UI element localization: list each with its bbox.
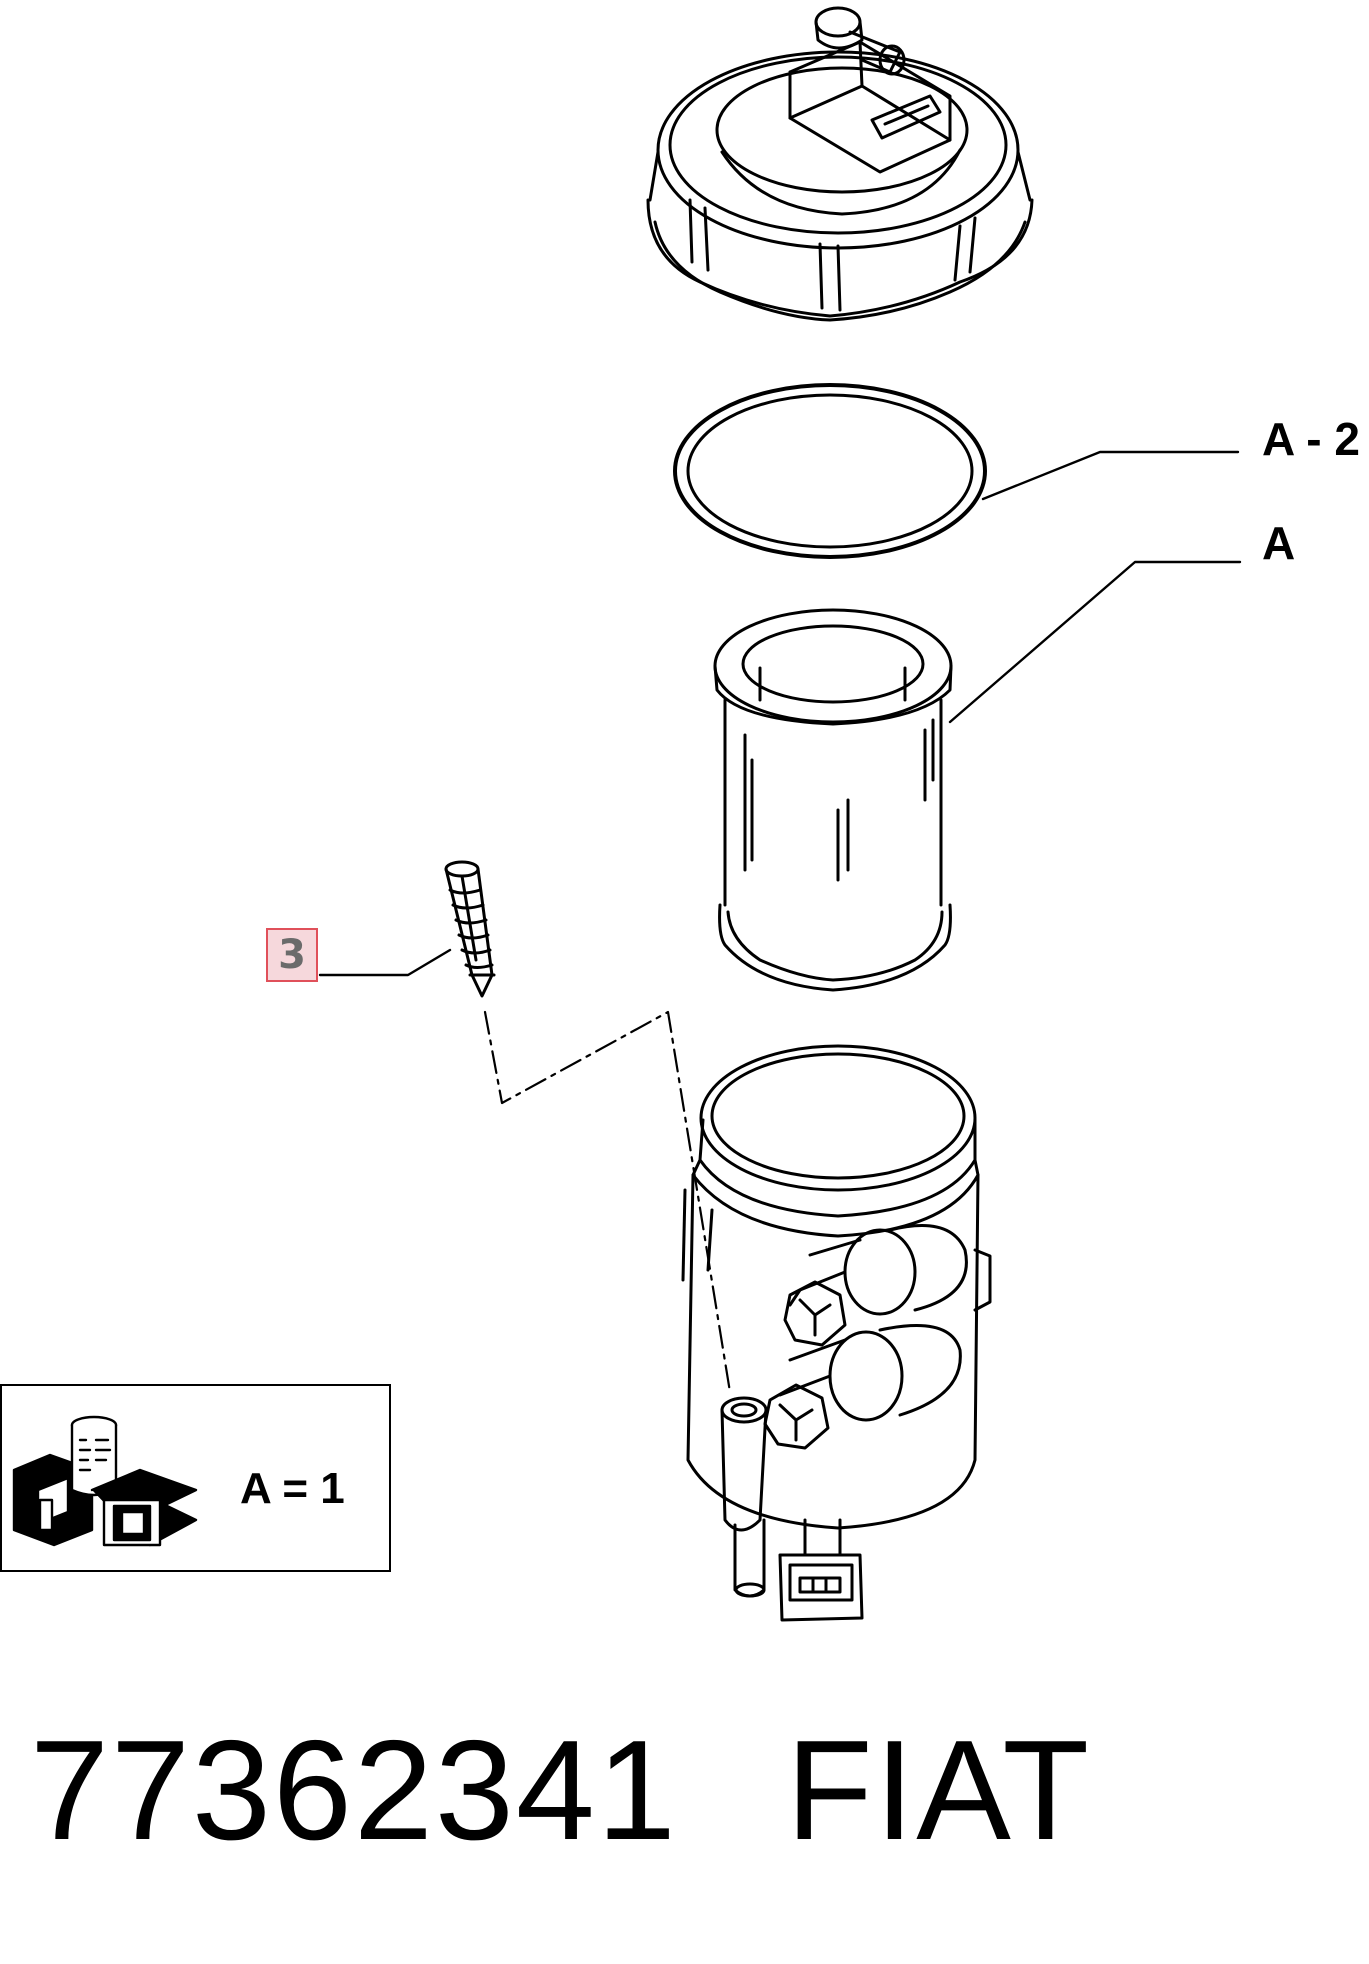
- leader-line-a2: [981, 450, 1240, 501]
- filter-cap: [646, 6, 1034, 322]
- leader-line-3: [318, 948, 452, 977]
- filter-element: [713, 608, 953, 992]
- leader-line-a: [948, 560, 1242, 724]
- fiat-parts-box-icon: [12, 1415, 198, 1547]
- part-number: 77362341: [30, 1711, 678, 1870]
- assembly-path-line: [483, 1010, 732, 1394]
- screw-part: [444, 860, 496, 998]
- callout-label-3-highlighted[interactable]: 3: [266, 928, 318, 982]
- brand-name: FIAT: [786, 1711, 1092, 1870]
- o-ring-seal: [673, 383, 987, 559]
- callout-label-a: A: [1262, 517, 1296, 569]
- filter-housing: [681, 1044, 992, 1622]
- legend-quantity-text: A = 1: [240, 1464, 345, 1513]
- callout-label-a-2: A - 2: [1262, 413, 1360, 465]
- leader-lines: [318, 450, 1242, 977]
- legend-box: [0, 1384, 391, 1572]
